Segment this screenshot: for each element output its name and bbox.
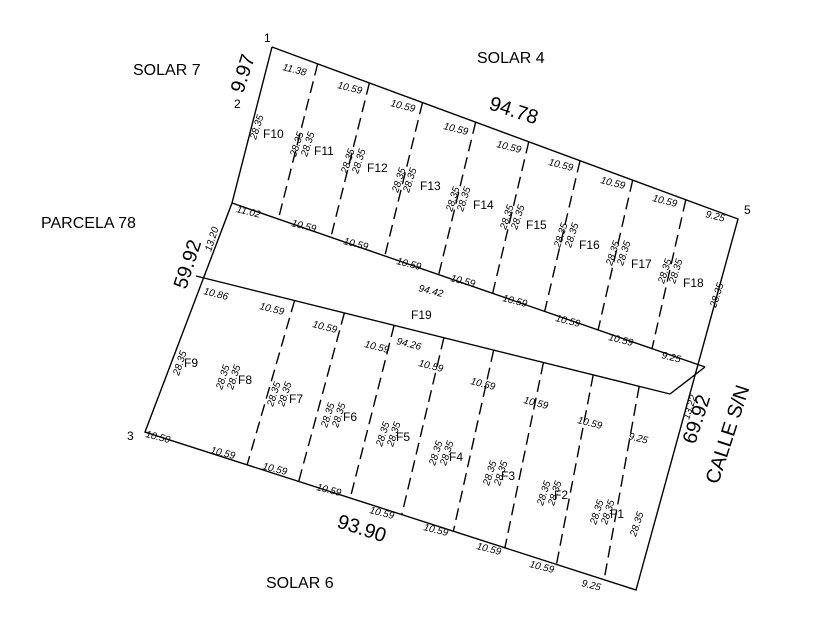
lower-bottom-width: 10.59 — [368, 505, 395, 522]
lot-label-f8: F8 — [238, 373, 252, 387]
upper-top-width: 10.59 — [389, 98, 416, 115]
lot-label-f10: F10 — [263, 127, 284, 141]
upper-lot-divider — [597, 179, 634, 331]
neighbor-solar-4: SOLAR 4 — [477, 50, 545, 67]
upper-bottom-width: 10.59 — [501, 293, 528, 310]
neighbor-solar-6: SOLAR 6 — [266, 575, 334, 592]
lower-top-width: 10.59 — [258, 301, 285, 318]
lower-lot-divider — [298, 312, 346, 482]
lower-bottom-width: 9.25 — [580, 578, 602, 593]
neighbor-parcela-78: PARCELA 78 — [41, 215, 136, 232]
lot-label-f14: F14 — [473, 198, 494, 212]
lower-top-width: 10.59 — [311, 319, 338, 336]
vertex-1: 1 — [264, 31, 271, 45]
lot-labels: F10F11F12F13F14F15F16F17F1811.3810.5910.… — [144, 62, 726, 593]
lower-bottom-width: 10.59 — [209, 445, 236, 462]
lot-label-f13: F13 — [420, 179, 441, 193]
street-dim-lower: 94.26 — [395, 336, 422, 353]
street-upper-edge — [231, 202, 706, 368]
upper-bottom-width: 10.59 — [554, 313, 581, 330]
lower-lot-divider — [401, 337, 445, 515]
lower-bottom-width: 10.59 — [315, 482, 342, 499]
lower-top-width: 9.25 — [627, 431, 649, 446]
lot-label-f2: F2 — [554, 488, 568, 502]
vertex-5: 5 — [744, 203, 751, 217]
vertex-3: 3 — [127, 429, 134, 443]
upper-bottom-width: 9.25 — [660, 350, 682, 365]
dim-left-upper-boundary: 9.97 — [227, 52, 260, 96]
lower-bottom-width: 10.59 — [528, 559, 555, 576]
lower-lot-divider — [504, 362, 545, 548]
lot-depth-dim: 28.35 — [708, 281, 727, 310]
vertex-2: 2 — [234, 97, 241, 111]
lower-top-width: 10.59 — [522, 395, 549, 412]
upper-bottom-width: 10.59 — [449, 273, 476, 290]
lower-lot-divider — [246, 300, 296, 466]
upper-lot-divider — [277, 63, 319, 220]
lot-label-f17: F17 — [631, 257, 652, 271]
street-lower-edge — [195, 275, 671, 395]
street-dim-upper: 94.42 — [417, 283, 444, 300]
upper-bottom-width: 10.59 — [607, 332, 634, 349]
lot-label-f7: F7 — [289, 392, 303, 406]
lower-lot-divider — [349, 325, 395, 499]
lot-label-f5: F5 — [396, 430, 410, 444]
upper-top-width: 10.59 — [495, 139, 522, 156]
lot-label-f3: F3 — [501, 469, 515, 483]
lower-top-width: 10.59 — [363, 339, 390, 356]
upper-top-width: 10.59 — [442, 121, 469, 138]
lot-label-f15: F15 — [526, 218, 547, 232]
lot-label-f4: F4 — [449, 450, 463, 464]
upper-lot-divider — [384, 102, 424, 257]
lot-label-f12: F12 — [367, 161, 388, 175]
upper-lot-divider — [330, 82, 371, 238]
upper-top-width: 11.38 — [281, 62, 308, 79]
lot-label-f1: F1 — [610, 507, 624, 521]
lot-division-lines — [246, 63, 687, 580]
neighbor-solar-7: SOLAR 7 — [133, 62, 201, 79]
upper-top-width: 10.59 — [599, 175, 626, 192]
upper-lot-divider — [438, 121, 477, 275]
lower-lot-divider — [603, 386, 640, 580]
lower-bottom-width: 10.59 — [475, 541, 502, 558]
lot-label-f9: F9 — [184, 356, 198, 370]
lower-bottom-width: 10.59 — [261, 461, 288, 478]
lower-top-width: 10.59 — [417, 358, 444, 375]
street-right-edge — [669, 366, 706, 395]
upper-bottom-width: 10.59 — [342, 236, 369, 253]
property-boundary — [144, 46, 739, 591]
dim-top-boundary: 94.78 — [486, 93, 540, 129]
upper-top-width: 9.25 — [704, 209, 726, 224]
upper-lot-divider — [651, 199, 687, 349]
lower-bottom-width: 10.50 — [144, 429, 171, 446]
upper-top-width: 10.59 — [547, 157, 574, 174]
lower-lot-divider — [452, 349, 495, 532]
lower-lot-divider — [555, 374, 594, 565]
lot-label-f19: F19 — [411, 308, 432, 322]
lower-top-width: 10.86 — [202, 286, 229, 303]
upper-lot-divider — [543, 160, 581, 312]
upper-top-width: 10.59 — [336, 80, 363, 97]
upper-lot-divider — [491, 141, 530, 294]
lower-bottom-width: 10.59 — [422, 522, 449, 539]
lot-label-f11: F11 — [314, 144, 334, 158]
lot-depth-dim: 28.35 — [628, 510, 647, 539]
lot-label-f18: F18 — [683, 276, 704, 290]
lower-top-width: 10.59 — [469, 376, 496, 393]
upper-bottom-width: 11.02 — [235, 204, 262, 221]
lot-label-f16: F16 — [579, 238, 600, 252]
lot-label-f6: F6 — [343, 410, 357, 424]
upper-bottom-width: 10.59 — [290, 218, 317, 235]
lower-top-width: 10.59 — [576, 415, 603, 432]
upper-bottom-width: 10.59 — [395, 256, 422, 273]
